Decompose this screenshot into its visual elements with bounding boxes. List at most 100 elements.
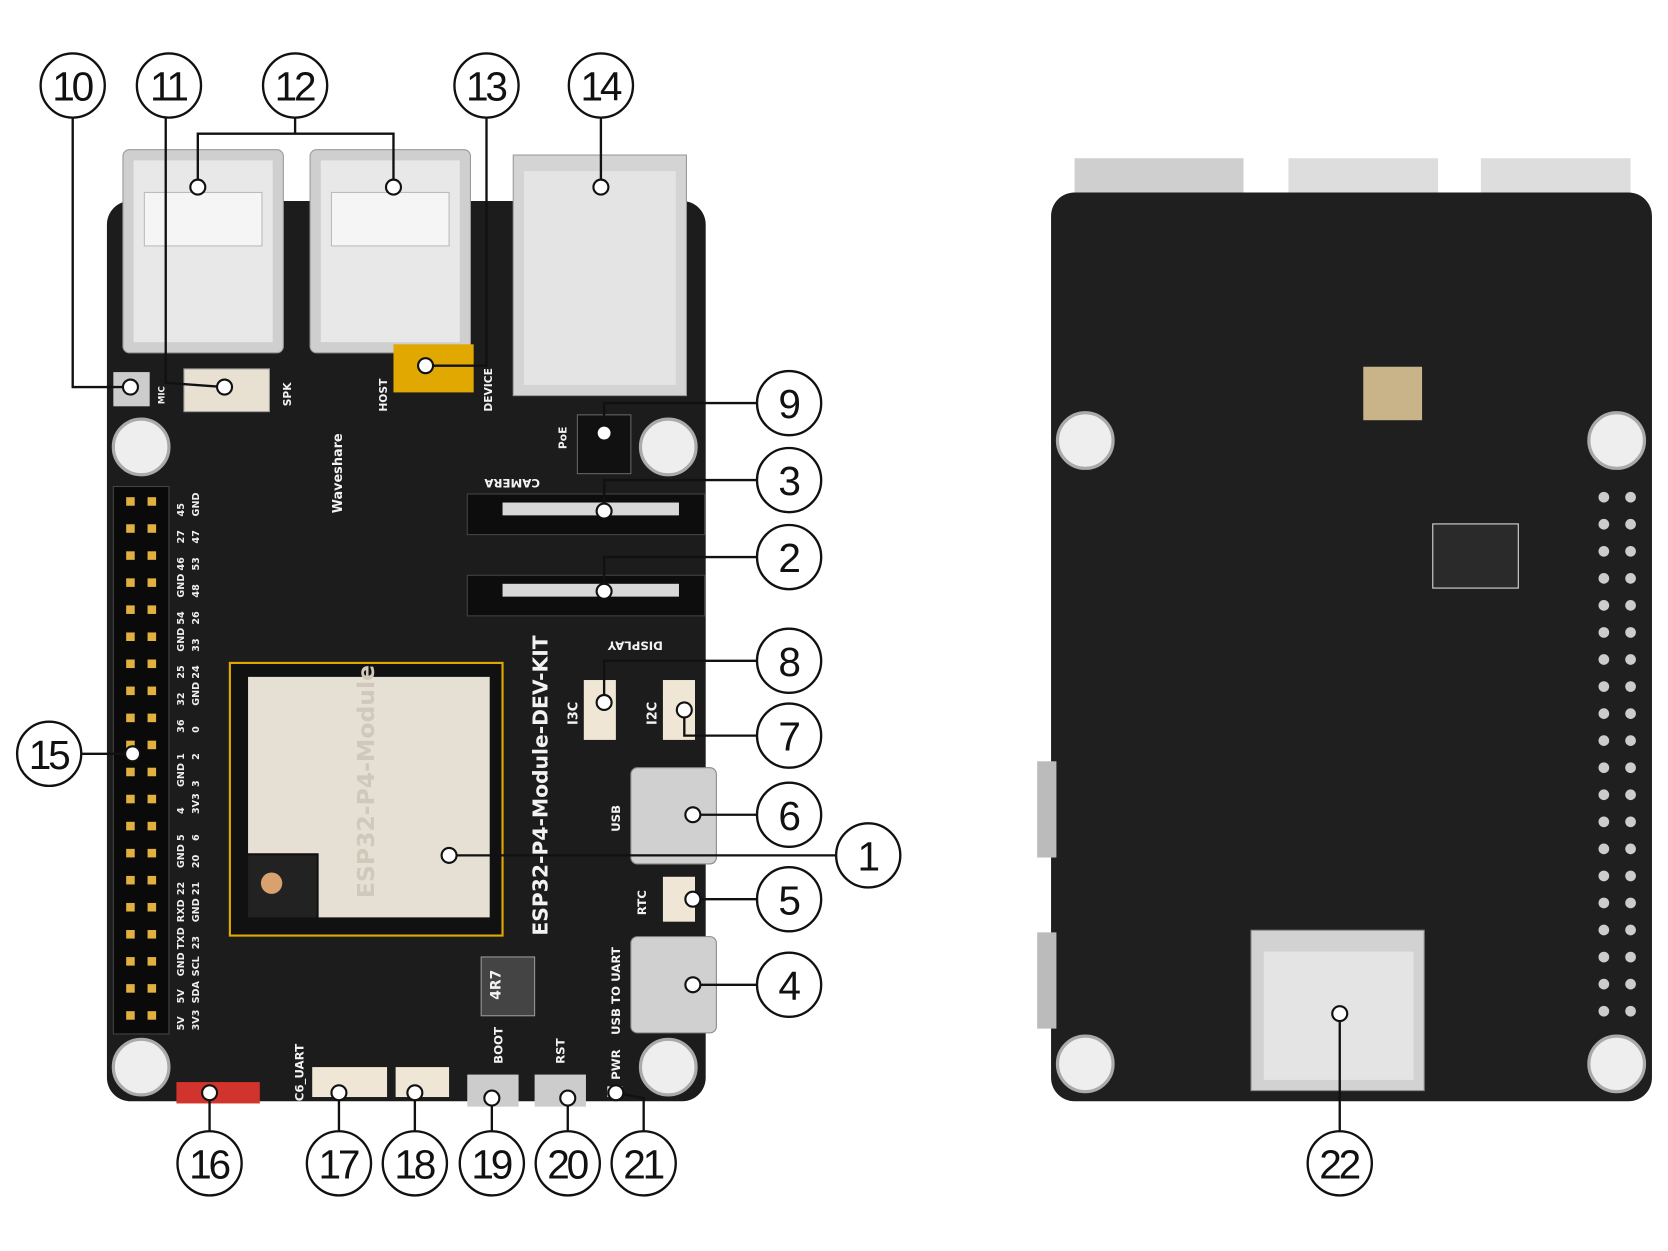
back-pcb (1051, 192, 1652, 1102)
leader-dot (595, 693, 613, 712)
leader-dot (417, 357, 435, 375)
gpio-pin-label: SDA (191, 980, 202, 1003)
header-pin (147, 957, 157, 966)
gpio-pin-label: TXD (176, 927, 187, 949)
gpio-header (112, 485, 170, 1035)
callout-circle (755, 627, 823, 695)
leader-dot (684, 806, 702, 824)
back-pin (1625, 816, 1636, 828)
callout-14: 14 (567, 52, 635, 196)
header-pin (126, 930, 135, 939)
leader-line (164, 117, 225, 389)
callout-number: 1 (857, 833, 878, 879)
callout-circle (39, 52, 106, 119)
callout-11: 11 (135, 52, 234, 396)
gpio-pin-label: 5 (176, 834, 187, 841)
back-usb-c-edge-1 (1037, 761, 1057, 858)
header-pin (147, 848, 157, 858)
back-pin (1625, 654, 1636, 665)
leader-line (615, 1091, 645, 1132)
callout-number: 7 (778, 714, 799, 760)
header-pin (126, 902, 135, 912)
leader-dot (675, 701, 693, 719)
display-fpc-connector (466, 574, 706, 617)
back-pin (1598, 735, 1610, 747)
callout-number: 17 (318, 1141, 358, 1187)
gpio-pin-label: 20 (191, 854, 202, 868)
callout-number: 21 (623, 1141, 663, 1187)
leader-dot (406, 1084, 424, 1102)
back-usb-edge-2 (1480, 158, 1631, 197)
back-pin (1625, 735, 1636, 747)
callout-20: 20 (534, 1089, 602, 1197)
back-pin (1625, 518, 1636, 530)
header-pin (147, 524, 157, 533)
callout-circle (755, 523, 823, 591)
callout-number: 11 (150, 64, 187, 110)
header-pin (147, 497, 157, 506)
callout-22: 22 (1306, 1005, 1373, 1197)
gpio-pin-label: GND (176, 628, 187, 652)
callout-circle (135, 52, 203, 119)
back-pin (1625, 924, 1636, 936)
usb-a-port-left (122, 149, 284, 354)
callout-19: 19 (458, 1089, 526, 1197)
gpio-pin-label: 25 (176, 665, 187, 679)
header-pin (126, 957, 135, 966)
callout-circle (381, 1130, 449, 1197)
callout-7: 7 (675, 701, 823, 769)
gpio-pin-label: GND (176, 844, 187, 868)
back-pin (1598, 843, 1610, 855)
gpio-pin-label: SCL (191, 956, 202, 976)
header-pin (126, 794, 135, 804)
back-pin (1625, 1005, 1636, 1017)
mounting-holes (111, 417, 698, 1097)
gpio-pin-label: 45 (176, 503, 187, 517)
gpio-pin-label: 27 (176, 530, 187, 543)
leader-dot (1331, 1005, 1349, 1023)
back-header-pins (1598, 491, 1636, 1017)
header-pin (147, 659, 157, 669)
gpio-pin-label: GND (191, 493, 202, 517)
callout-6: 6 (684, 781, 823, 849)
callout-number: 19 (471, 1141, 511, 1187)
gpio-pin-label: 23 (191, 936, 202, 949)
callout-12: 12 (189, 52, 403, 196)
callout-circle (15, 720, 83, 788)
leader-line (602, 555, 758, 592)
header-pin (126, 551, 135, 560)
callout-8: 8 (595, 627, 823, 712)
back-pin (1625, 897, 1636, 909)
back-usb-edge-1 (1288, 158, 1439, 197)
leader-dot (124, 745, 142, 763)
header-pin (147, 821, 157, 831)
callout-circle (458, 1130, 526, 1197)
callout-number: 18 (394, 1141, 434, 1187)
callout-2: 2 (595, 523, 823, 600)
leader-line (602, 478, 758, 512)
leader-line (602, 401, 758, 434)
callout-number: 9 (778, 381, 799, 427)
gpio-pin-label: 47 (191, 530, 202, 543)
gpio-pin-label: 26 (191, 611, 202, 625)
back-ethernet-edge (1074, 158, 1244, 197)
gpio-pin-label: 6 (191, 834, 202, 841)
header-pin (147, 551, 157, 560)
back-pin (1625, 627, 1636, 638)
board-name-label: ESP32-P4-Module-DEV-KIT (528, 635, 552, 935)
back-pin (1625, 573, 1636, 584)
back-pin (1625, 600, 1636, 611)
back-pin (1598, 681, 1610, 692)
callout-circle (261, 52, 329, 119)
back-pin (1625, 789, 1636, 801)
back-pin (1598, 627, 1610, 638)
boot-label: BOOT (492, 1027, 506, 1064)
callout-15: 15 (15, 720, 142, 788)
header-pin (126, 1011, 135, 1020)
gpio-pin-label: 3V3 (191, 793, 202, 814)
mic-label: MIC (158, 386, 168, 404)
gpio-pin-label: 54 (176, 611, 187, 625)
header-pin (147, 605, 157, 614)
gpio-pin-label: 48 (191, 584, 202, 598)
